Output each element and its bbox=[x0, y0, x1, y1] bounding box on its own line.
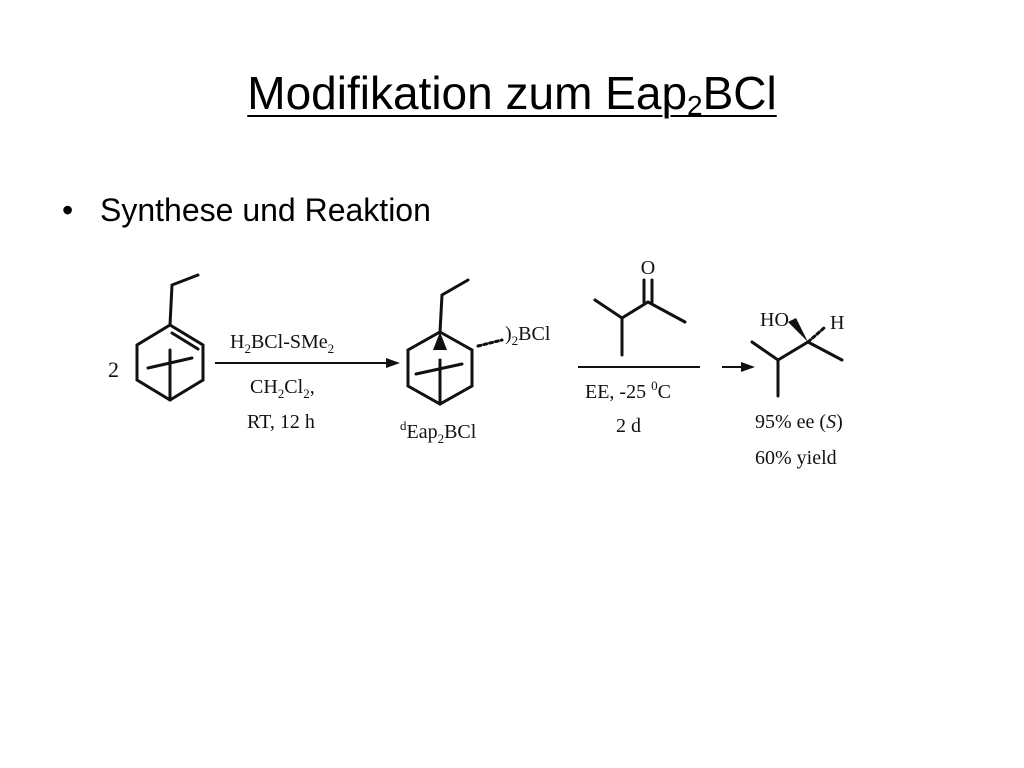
result-line-1: 95% ee (S) bbox=[755, 411, 843, 433]
conditions-1-line-2: RT, 12 h bbox=[247, 411, 315, 433]
title-end: BCl bbox=[702, 67, 777, 119]
alcohol-structure bbox=[750, 326, 844, 398]
coefficient: 2 bbox=[108, 357, 119, 382]
reaction-scheme-svg: 2 H2BCl-SMe2 CH2Cl2, RT, 12 h )2BCl dEap… bbox=[108, 257, 844, 469]
conditions-2-line-1: EE, -25 0C bbox=[585, 378, 671, 403]
slide-title: Modifikation zum Eap2BCl bbox=[0, 67, 1024, 121]
reagent-1: H2BCl-SMe2 bbox=[230, 331, 334, 356]
product-1-label: dEap2BCl bbox=[400, 418, 477, 446]
result-line-2: 60% yield bbox=[755, 447, 837, 469]
wedge-bond bbox=[433, 332, 447, 350]
title-subscript: 2 bbox=[687, 90, 703, 121]
alcohol-ho: HO bbox=[760, 309, 789, 331]
conditions-1-line-1: CH2Cl2, bbox=[250, 376, 315, 401]
alcohol-h: H bbox=[830, 312, 844, 334]
title-main: Modifikation zum Eap bbox=[247, 67, 688, 119]
reaction-arrow-1 bbox=[215, 358, 400, 368]
bullet-text: Synthese und Reaktion bbox=[100, 192, 431, 228]
reactant-structure bbox=[135, 273, 205, 402]
ketone-structure bbox=[593, 278, 687, 357]
product-1-group: )2BCl bbox=[505, 323, 551, 348]
reaction-scheme: 2 H2BCl-SMe2 CH2Cl2, RT, 12 h )2BCl dEap… bbox=[100, 250, 880, 480]
conditions-2-line-2: 2 d bbox=[616, 415, 641, 437]
bullet-item: • Synthese und Reaktion bbox=[62, 192, 431, 229]
alcohol-wedge-bond bbox=[788, 318, 808, 342]
reaction-arrow-2 bbox=[578, 362, 755, 372]
bullet-icon: • bbox=[62, 192, 74, 228]
ketone-oxygen: O bbox=[641, 257, 655, 279]
product-1-structure bbox=[406, 278, 504, 406]
